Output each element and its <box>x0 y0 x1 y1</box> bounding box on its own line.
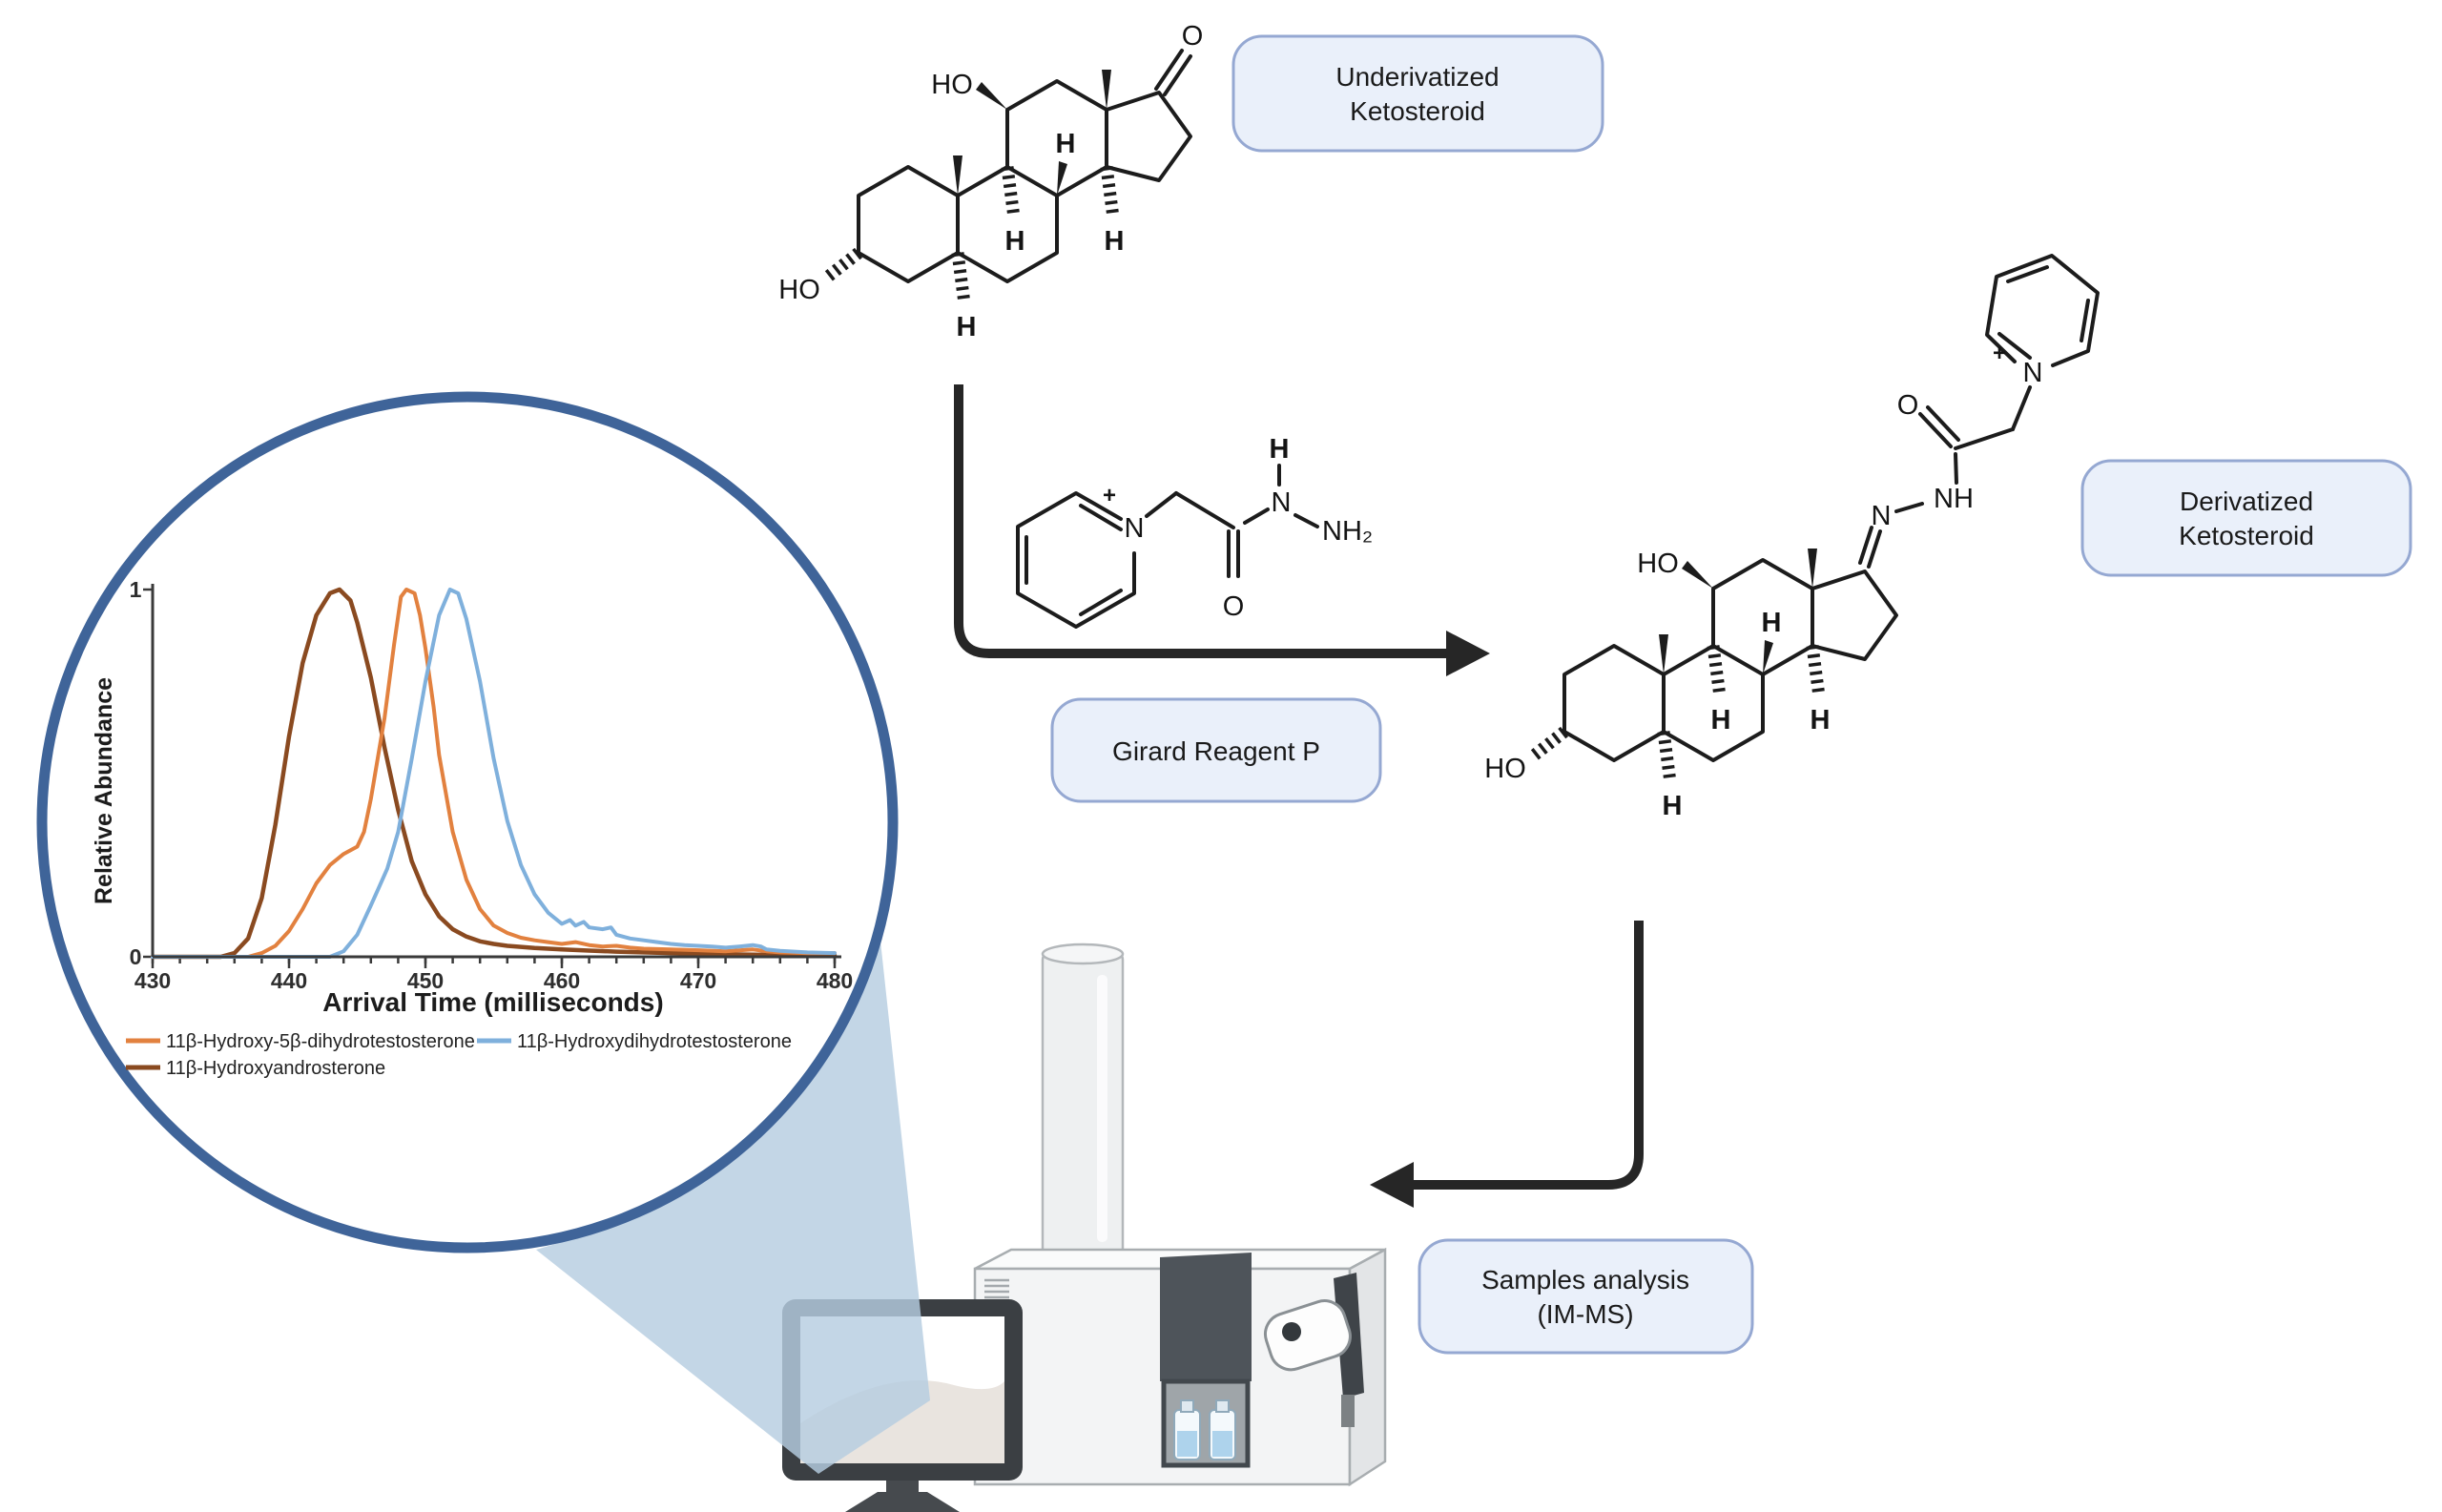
arrowhead-left-icon <box>1370 1162 1414 1208</box>
label-box-girard: Girard Reagent P <box>1050 697 1382 803</box>
c8-h-wedge <box>1763 640 1773 674</box>
chart-legend: 11β-Hydroxy-5β-dihydrotestosterone 11β-Hy… <box>126 1031 792 1079</box>
hydrazide-h-label: H <box>1270 434 1290 465</box>
c10-methyl-wedge <box>953 155 962 196</box>
c9-h-label: H <box>1005 226 1025 257</box>
instrument-column-top <box>1041 942 1125 965</box>
reaction-arrow-1 <box>954 384 1490 676</box>
box-label-line2: Ketosteroid <box>1350 96 1485 126</box>
x-tick-label: 480 <box>817 968 853 993</box>
sampler-foot <box>1341 1395 1355 1427</box>
pyridinium-plus-label: + <box>1103 483 1116 508</box>
instrument-dark-panel <box>1160 1253 1252 1381</box>
x-tick-label: 470 <box>680 968 716 993</box>
pyridinium-n-label: N <box>1125 513 1145 544</box>
box-label: Girard Reagent P <box>1112 736 1320 766</box>
y-axis-title: Relative Abundance <box>91 677 117 904</box>
box-label-line1: Samples analysis <box>1481 1265 1689 1295</box>
underivatized-ketosteroid-structure: O HO HO H H H H <box>778 21 1203 342</box>
legend-label: 11β-Hydroxydihydrotestosterone <box>517 1031 792 1052</box>
nh2-label: NH₂ <box>1322 516 1373 547</box>
pyridinium-ring <box>1016 491 1136 629</box>
c8-h-wedge <box>1057 161 1067 196</box>
hydroxyl-3a-label: HO <box>778 275 820 305</box>
c8-h-label: H <box>1762 608 1782 638</box>
derivatized-ketosteroid-structure: HO HO H H H H N NH O N + <box>1484 254 2100 821</box>
mass-spectrometer-illustration <box>973 942 1387 1487</box>
ketone-oxygen-label: O <box>1182 21 1204 52</box>
c13-methyl-wedge <box>1102 70 1111 110</box>
hydroxyl-11b-label: HO <box>1637 549 1679 579</box>
c11-oh-wedge <box>976 82 1007 110</box>
x-tick-label: 450 <box>407 968 444 993</box>
pyridinium-ring <box>1985 254 2100 367</box>
y-tick-label: 1 <box>130 577 142 602</box>
hydroxyl-11b-label: HO <box>931 70 973 100</box>
x-tick-label: 430 <box>135 968 171 993</box>
c5-h-label: H <box>1663 791 1683 821</box>
box-label-line2: Ketosteroid <box>2179 521 2314 550</box>
y-tick-label: 0 <box>130 944 142 969</box>
column-highlight <box>1097 975 1107 1242</box>
series-curve <box>151 588 837 959</box>
hydroxyl-3a-label: HO <box>1484 754 1526 784</box>
monitor-base <box>845 1492 960 1512</box>
c11-oh-wedge <box>1682 561 1713 589</box>
legend-label: 11β-Hydroxy-5β-dihydrotestosterone <box>166 1031 475 1052</box>
box-label-line1: Derivatized <box>2180 487 2313 516</box>
x-tick-label: 440 <box>271 968 307 993</box>
series-curve <box>151 588 837 959</box>
box-label-line2: (IM-MS) <box>1537 1299 1633 1329</box>
c14-h-label: H <box>1105 226 1125 257</box>
series-curve <box>150 587 838 960</box>
instrument-column <box>1041 950 1125 1278</box>
inset-circle <box>36 391 899 1253</box>
sampler-roll <box>1264 1299 1352 1372</box>
label-box-samples: Samples analysis (IM-MS) <box>1418 1238 1754 1355</box>
c10-methyl-wedge <box>1659 634 1668 674</box>
c13-methyl-wedge <box>1808 549 1817 589</box>
c8-h-label: H <box>1056 129 1076 159</box>
c14-h-label: H <box>1811 705 1831 735</box>
c5-h-label: H <box>957 312 977 342</box>
pyridinium-plus-label: + <box>1993 341 2006 366</box>
box-label-line1: Underivatized <box>1335 62 1499 92</box>
legend-label: 11β-Hydroxyandrosterone <box>166 1058 385 1079</box>
hydrazide-n-label: N <box>1272 487 1292 518</box>
girard-reagent-p-structure: N + O N H NH₂ <box>1016 434 1373 629</box>
mobilogram-inset: 430 440 450 460 470 480 0 1 Arrival Time (milli… <box>36 391 899 1253</box>
pyridinium-n-label: N <box>2023 358 2043 388</box>
reaction-arrow-2 <box>1370 921 1644 1208</box>
zoom-beam <box>536 897 930 1474</box>
hydrazone-nh-label: NH <box>1934 484 1974 514</box>
carbonyl-o-label: O <box>1897 390 1919 421</box>
label-box-underivatized: Underivatized Ketosteroid <box>1231 34 1604 153</box>
solvent-bottles <box>1173 1399 1236 1460</box>
arrowhead-right-icon <box>1446 631 1490 676</box>
c9-h-label: H <box>1711 705 1731 735</box>
hydrazone-n-label: N <box>1872 501 1892 531</box>
sampler-roll-hub <box>1282 1322 1301 1341</box>
label-box-derivatized: Derivatized Ketosteroid <box>2080 459 2412 577</box>
x-axis-title: Arrival Time (milliseconds) <box>322 987 663 1017</box>
carbonyl-o-label: O <box>1223 591 1245 622</box>
x-tick-label: 460 <box>544 968 580 993</box>
